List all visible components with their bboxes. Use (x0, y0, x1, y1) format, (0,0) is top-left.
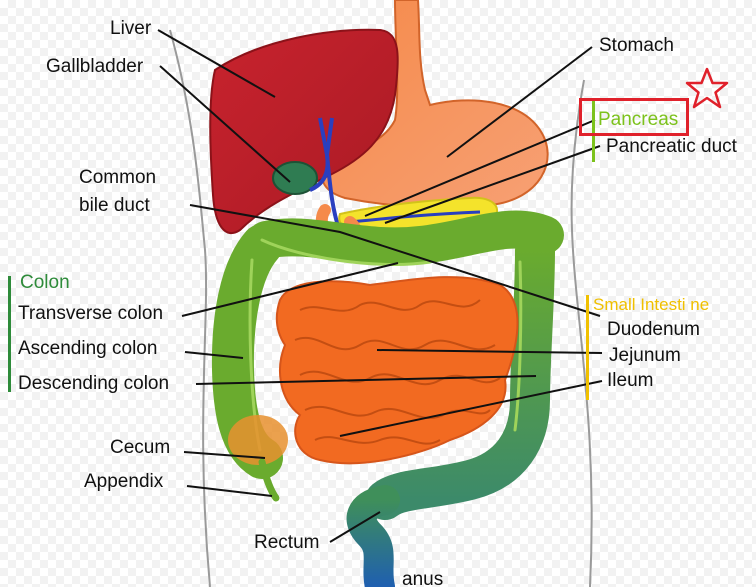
rectum-shape (346, 485, 400, 587)
colon-group-bar (8, 276, 11, 392)
liver-shape (209, 28, 399, 235)
label-small-intestine-group: Small Intesti ne (593, 295, 710, 314)
body-outline (169, 29, 593, 587)
gallbladder-shape (272, 161, 318, 195)
pancreas-highlight-box[interactable] (579, 98, 689, 136)
label-ascending-colon: Ascending colon (18, 338, 158, 359)
cecum-shape (228, 415, 288, 465)
label-appendix: Appendix (84, 471, 164, 492)
label-anus: anus (402, 569, 444, 587)
label-colon-group: Colon (20, 272, 70, 293)
label-duodenum: Duodenum (607, 319, 700, 340)
label-cecum: Cecum (110, 437, 171, 458)
label-ileum: Ileum (607, 370, 654, 391)
label-rectum: Rectum (254, 532, 320, 553)
label-gallbladder: Gallbladder (46, 56, 144, 77)
pancreas-label-bar (592, 100, 595, 162)
label-pancreas: Pancreas (598, 109, 679, 130)
star-icon[interactable] (684, 66, 730, 112)
label-transverse-colon: Transverse colon (18, 303, 164, 324)
appendix-shape (258, 458, 280, 502)
label-stomach: Stomach (599, 35, 674, 56)
label-common-bile-duct-line2: bile duct (79, 195, 150, 216)
label-pancreatic-duct: Pancreatic duct (606, 136, 737, 157)
small-intestine-group-bar (586, 295, 589, 400)
label-descending-colon: Descending colon (18, 373, 170, 394)
small-intestine-shape (275, 276, 519, 465)
label-liver: Liver (110, 18, 152, 39)
label-common-bile-duct-line1: Common (79, 167, 157, 188)
label-jejunum: Jejunum (609, 345, 681, 366)
leader-lines (157, 29, 603, 543)
